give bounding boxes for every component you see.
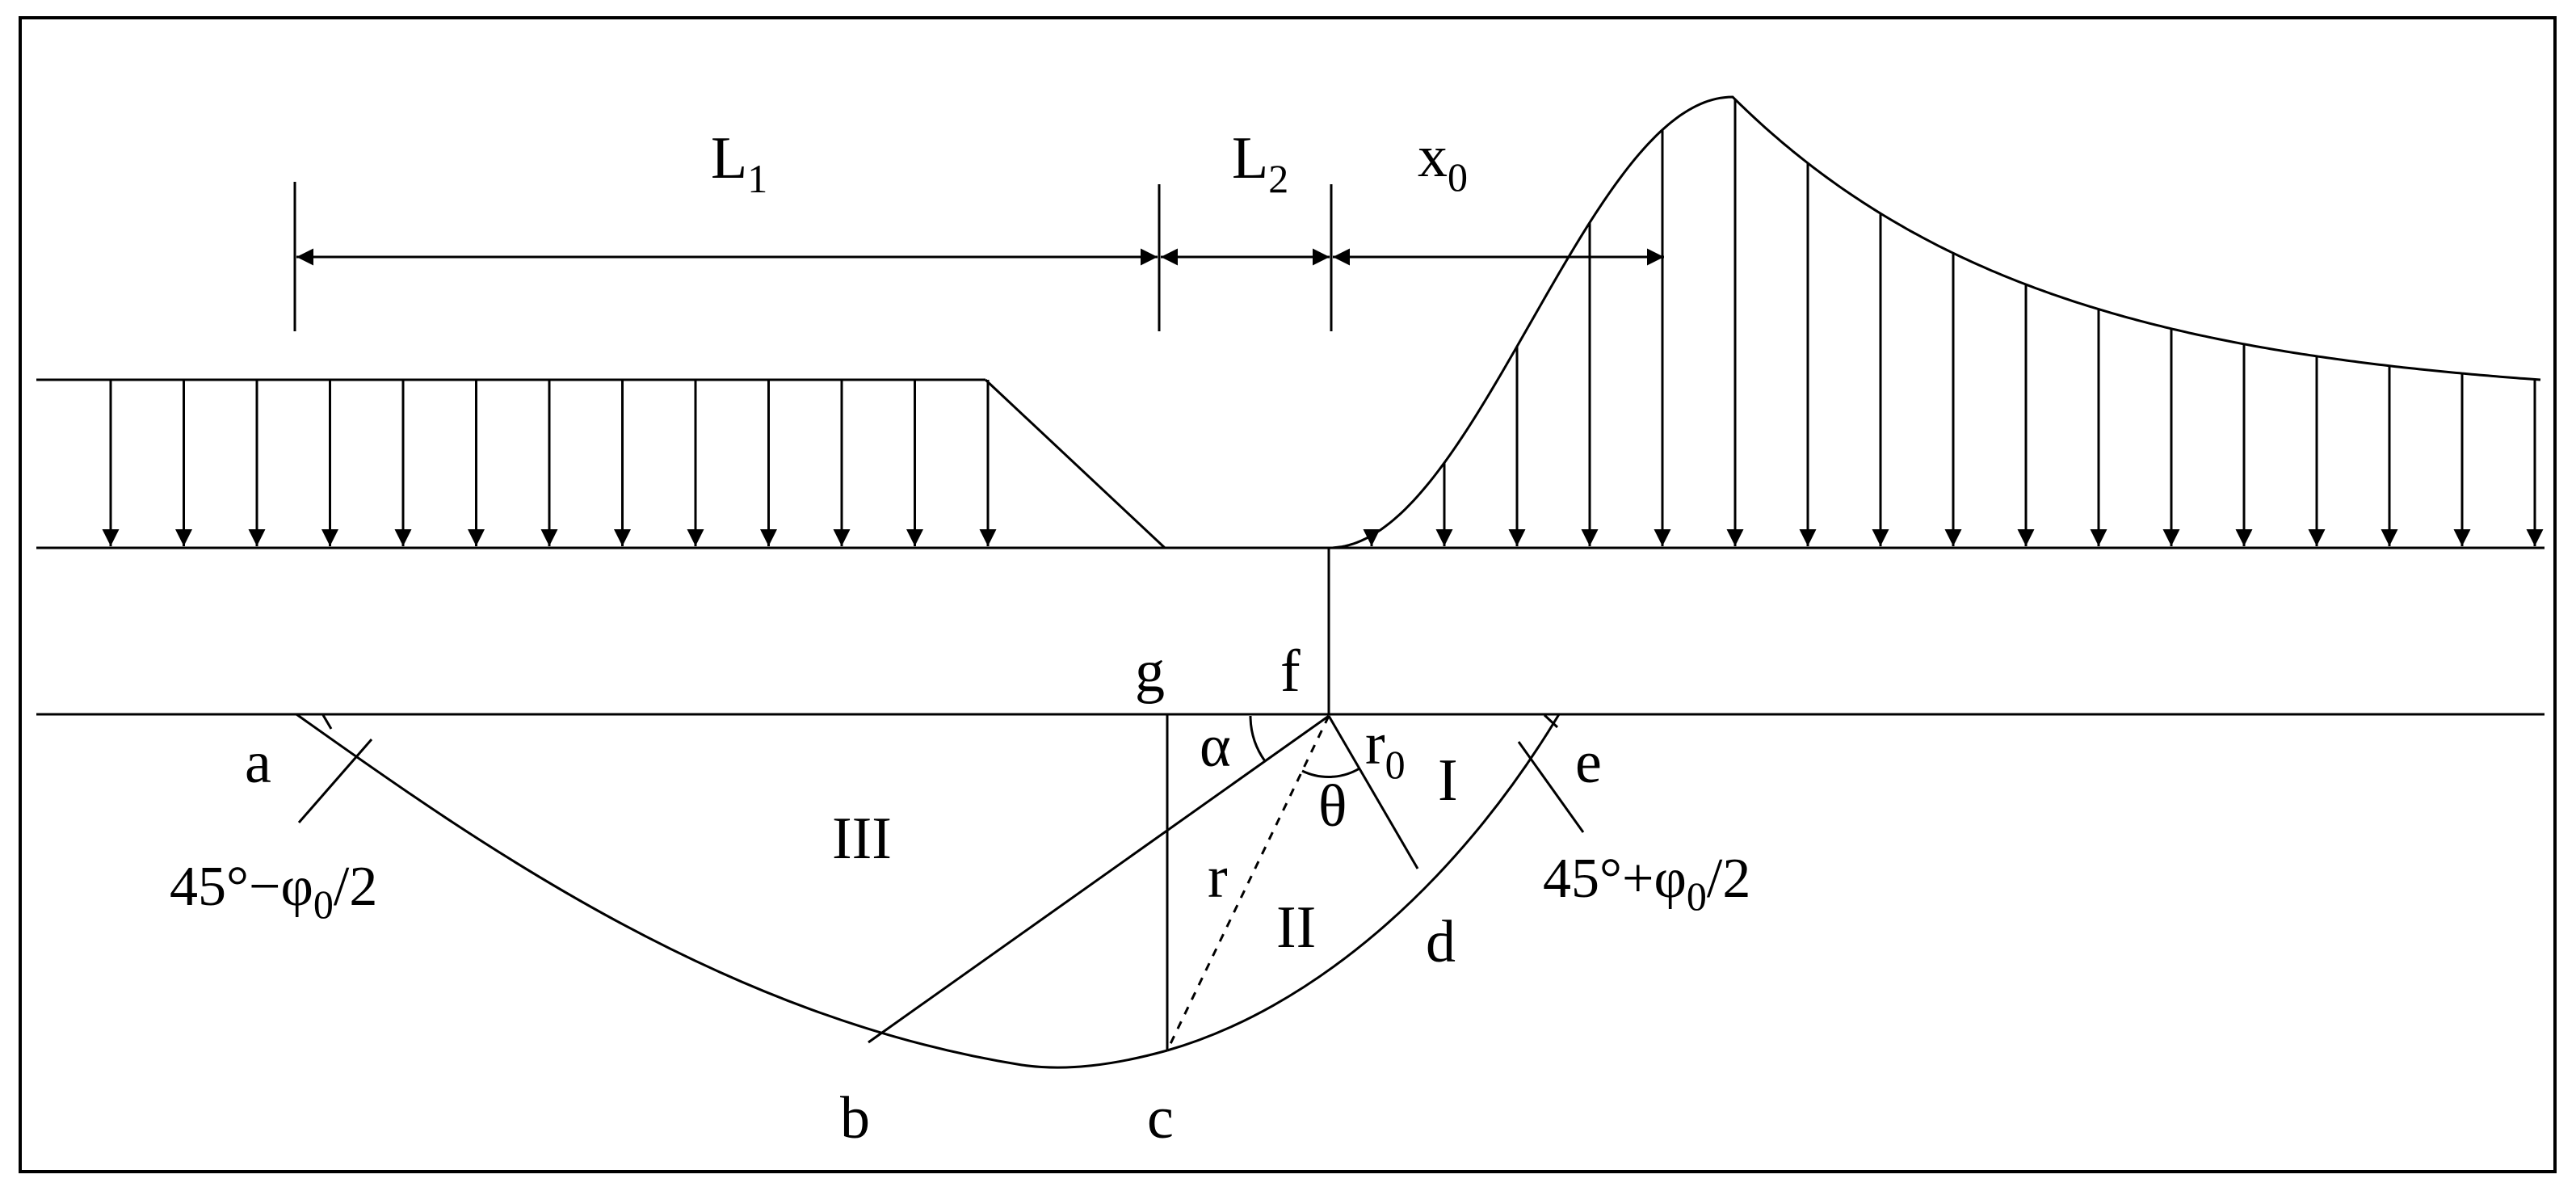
point-f-label: f bbox=[1280, 638, 1301, 705]
zone-II-label: II bbox=[1276, 894, 1316, 961]
dimension-L2-label: L2 bbox=[1232, 125, 1288, 201]
dimension-L1-label: L1 bbox=[711, 125, 767, 201]
failure-surface bbox=[296, 713, 1585, 1069]
zone-III-label: III bbox=[832, 806, 892, 872]
figure-frame bbox=[19, 16, 2557, 1173]
right-angle-label: 45°+φ0/2 bbox=[1543, 848, 1750, 919]
point-d-label: d bbox=[1426, 909, 1456, 975]
angle-theta-label: θ bbox=[1318, 773, 1347, 840]
left-surcharge-load bbox=[36, 378, 1166, 549]
point-g-label: g bbox=[1135, 638, 1165, 705]
angle-alpha-label: α bbox=[1200, 713, 1231, 780]
dimension-lines bbox=[293, 182, 1664, 331]
point-a-label: a bbox=[245, 730, 271, 796]
radius-r0-label: r0 bbox=[1365, 711, 1406, 787]
point-b-label: b bbox=[840, 1085, 870, 1151]
left-angle-label: 45°−φ0/2 bbox=[170, 856, 377, 927]
zone-I-label: I bbox=[1438, 747, 1458, 814]
right-distributed-load bbox=[1328, 95, 2544, 549]
point-c-label: c bbox=[1147, 1085, 1174, 1151]
point-e-label: e bbox=[1575, 730, 1602, 796]
dimension-x0-label: x0 bbox=[1418, 124, 1468, 200]
radius-r-label: r bbox=[1208, 844, 1228, 911]
